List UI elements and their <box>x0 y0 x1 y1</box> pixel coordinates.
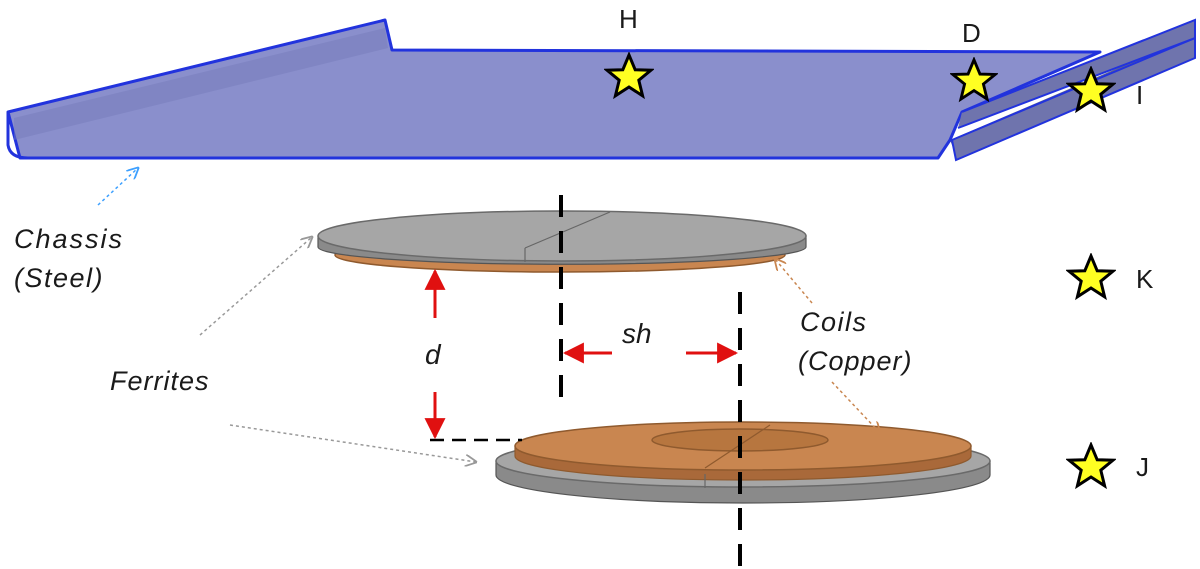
marker-D-label: D <box>962 18 981 48</box>
chassis-leader <box>97 168 138 206</box>
coil-leader-upper <box>775 259 813 304</box>
sh-dimension: sh <box>562 318 739 364</box>
chassis-left-lip <box>6 112 29 160</box>
lower-coil-split <box>704 424 771 469</box>
star-icon <box>1067 254 1115 299</box>
chassis-right-flange <box>950 36 1196 162</box>
coils-label-line1: Coils <box>800 307 868 337</box>
marker-H: H <box>605 4 653 98</box>
chassis-label-line2: (Steel) <box>14 263 104 293</box>
coils-label-line2: (Copper) <box>798 346 913 376</box>
upper-ferrite-split <box>524 211 611 249</box>
lower-pad <box>495 421 991 504</box>
marker-K-label: K <box>1136 264 1154 294</box>
star-icon <box>1067 443 1115 488</box>
chassis-inner-shade <box>14 28 388 140</box>
marker-J: J <box>1067 443 1149 488</box>
ferrites-label: Ferrites <box>110 366 210 396</box>
ferrite-leader-lower <box>229 424 476 462</box>
marker-D: D <box>951 18 997 101</box>
marker-I-label: I <box>1136 80 1143 110</box>
marker-J-label: J <box>1136 452 1149 482</box>
marker-I: I <box>1067 67 1143 112</box>
d-label: d <box>425 339 442 370</box>
chassis <box>6 18 1196 162</box>
ferrite-leader-upper <box>199 237 312 336</box>
marker-K: K <box>1067 254 1154 299</box>
d-dimension: d <box>424 268 446 440</box>
chassis-label-line1: Chassis <box>14 224 124 254</box>
sh-label: sh <box>622 318 652 349</box>
marker-H-label: H <box>619 4 638 34</box>
